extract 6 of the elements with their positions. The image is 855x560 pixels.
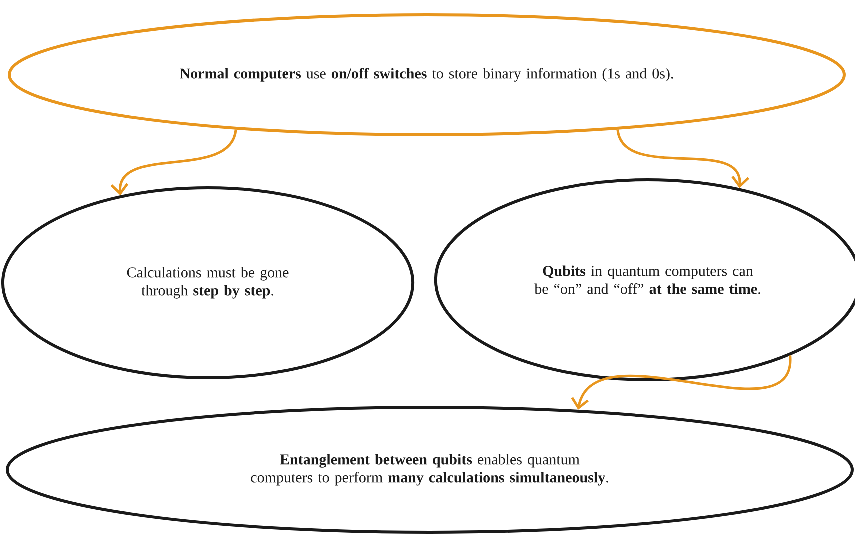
oval-box: Normal computers use on/off switches to store binary information (1s and 0s). xyxy=(8,14,846,136)
arrow xyxy=(571,356,792,410)
arrow xyxy=(110,129,238,196)
oval-box: Entanglement between qubits enables quantum computers to perform many calculations simultaneously. xyxy=(6,406,854,534)
arrow xyxy=(616,129,750,188)
oval-box: Calculations must be gone through step by step. xyxy=(1,186,415,380)
